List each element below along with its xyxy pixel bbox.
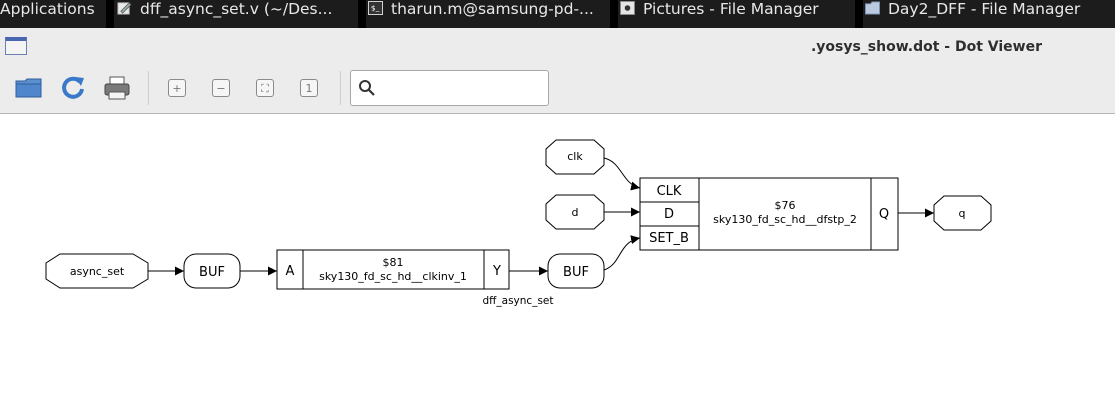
- port-a: A: [286, 264, 295, 279]
- zoom-out-icon: −: [212, 79, 230, 97]
- net-label: dff_async_set: [483, 295, 554, 307]
- node-label: BUF: [199, 265, 225, 280]
- search-icon: [359, 80, 375, 96]
- taskbar-separator: [610, 0, 618, 28]
- input-node-async-set[interactable]: async_set: [45, 253, 149, 289]
- task-label: Day2_DFF - File Manager: [888, 0, 1081, 18]
- edge-clk-to-clk: [603, 157, 641, 191]
- port-set-b: SET_B: [649, 231, 689, 246]
- node-label: clk: [567, 150, 583, 163]
- print-button[interactable]: [100, 71, 134, 105]
- node-label: q: [959, 207, 966, 220]
- cell-type: sky130_fd_sc_hd__clkinv_1: [319, 270, 467, 283]
- zoom-100-button[interactable]: 1: [292, 71, 326, 105]
- output-node-q[interactable]: q: [933, 195, 992, 231]
- cell-id: $76: [775, 199, 796, 212]
- buf-node-2[interactable]: BUF: [547, 253, 605, 289]
- edge-buf2-to-setb: [603, 235, 641, 271]
- task-label: Pictures - File Manager: [643, 0, 819, 18]
- folder-open-icon: [15, 78, 42, 98]
- input-node-clk[interactable]: clk: [545, 139, 605, 175]
- cell-clkinv[interactable]: A $81 sky130_fd_sc_hd__clkinv_1 Y: [276, 249, 510, 290]
- window-menu-icon[interactable]: [5, 37, 27, 55]
- task-label: tharun.m@samsung-pd-...: [391, 0, 594, 18]
- image-viewer-icon: [620, 1, 635, 15]
- input-node-d[interactable]: d: [545, 194, 605, 230]
- graph-svg: clk d async_set q BUF BUF: [45, 139, 992, 307]
- taskbar-separator: [358, 0, 366, 28]
- toolbar: + − ⛶ 1: [0, 61, 1115, 114]
- terminal-icon: $_: [368, 1, 383, 15]
- text-editor-icon: [117, 2, 132, 15]
- zoom-in-button[interactable]: +: [160, 71, 194, 105]
- node-label: d: [572, 206, 579, 219]
- printer-icon: [104, 76, 130, 100]
- cell-dfstp[interactable]: CLK D SET_B $76 sky130_fd_sc_hd__dfstp_2…: [639, 177, 899, 251]
- cell-type: sky130_fd_sc_hd__dfstp_2: [713, 213, 857, 226]
- svg-text:$_: $_: [371, 3, 380, 12]
- zoom-fit-button[interactable]: ⛶: [248, 71, 282, 105]
- folder-icon: [865, 1, 880, 15]
- graph-canvas[interactable]: clk d async_set q BUF BUF: [0, 114, 1115, 409]
- port-y: Y: [492, 264, 501, 279]
- task-label: dff_async_set.v (~/Des...: [140, 0, 333, 18]
- reload-button[interactable]: [56, 71, 90, 105]
- zoom-out-button[interactable]: −: [204, 71, 238, 105]
- search-box[interactable]: [350, 70, 549, 106]
- zoom-in-icon: +: [168, 79, 186, 97]
- buf-node-1[interactable]: BUF: [183, 253, 241, 289]
- toolbar-separator: [340, 71, 341, 105]
- taskbar-separator: [106, 0, 114, 28]
- port-clk: CLK: [657, 184, 682, 199]
- open-button[interactable]: [12, 71, 46, 105]
- window-title: .yosys_show.dot - Dot Viewer: [810, 39, 1042, 55]
- taskbar: Applications dff_async_set.v (~/Des... $…: [0, 0, 1115, 28]
- toolbar-separator: [148, 71, 149, 105]
- applications-menu[interactable]: Applications: [0, 0, 100, 28]
- node-label: async_set: [70, 265, 125, 278]
- window-titlebar: .yosys_show.dot - Dot Viewer: [0, 28, 1115, 61]
- taskbar-separator: [855, 0, 863, 28]
- search-input[interactable]: [381, 77, 545, 101]
- port-q: Q: [879, 207, 889, 222]
- zoom-100-icon: 1: [300, 79, 318, 97]
- port-d: D: [664, 207, 674, 222]
- task-file-manager[interactable]: Day2_DFF - File Manager: [865, 0, 1110, 28]
- task-text-editor[interactable]: dff_async_set.v (~/Des...: [117, 0, 357, 28]
- cell-id: $81: [383, 256, 404, 269]
- zoom-fit-icon: ⛶: [256, 79, 274, 97]
- task-terminal[interactable]: $_ tharun.m@samsung-pd-...: [368, 0, 610, 28]
- refresh-icon: [62, 76, 84, 99]
- task-pictures[interactable]: Pictures - File Manager: [620, 0, 855, 28]
- node-label: BUF: [563, 265, 589, 280]
- applications-label: Applications: [0, 0, 95, 18]
